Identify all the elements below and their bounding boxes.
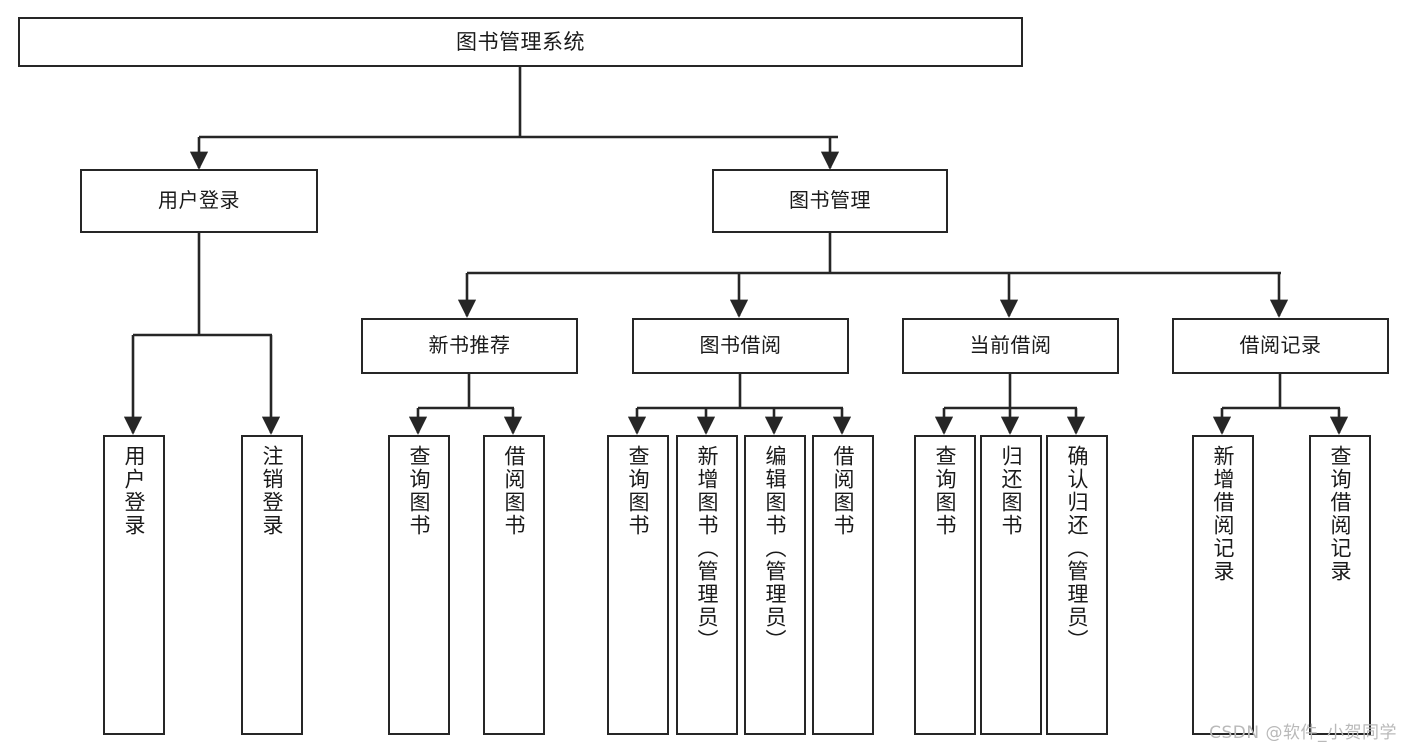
node-leaf-user-login-label: 用户登录 bbox=[122, 445, 147, 537]
node-leaf-add-book-admin-label: 新增图书（管理员） bbox=[695, 445, 720, 652]
node-leaf-edit-book-admin-label: 编辑图书（管理员） bbox=[763, 445, 788, 652]
node-leaf-confirm-return-admin[interactable]: 确认归还（管理员） bbox=[1046, 435, 1108, 735]
node-leaf-confirm-return-admin-label: 确认归还（管理员） bbox=[1065, 445, 1090, 652]
node-leaf-newbook-query-books[interactable]: 查询图书 bbox=[388, 435, 450, 735]
node-leaf-return-books-label: 归还图书 bbox=[999, 445, 1024, 537]
node-leaf-borrow-books-label: 借阅图书 bbox=[831, 445, 856, 537]
node-book-management[interactable]: 图书管理 bbox=[712, 169, 948, 233]
node-root-label: 图书管理系统 bbox=[456, 29, 585, 54]
node-user-login-label: 用户登录 bbox=[158, 188, 240, 213]
node-leaf-borrow-books[interactable]: 借阅图书 bbox=[812, 435, 874, 735]
node-borrow-records[interactable]: 借阅记录 bbox=[1172, 318, 1389, 374]
node-user-login[interactable]: 用户登录 bbox=[80, 169, 318, 233]
node-book-borrow-label: 图书借阅 bbox=[699, 333, 782, 358]
node-leaf-newbook-query-books-label: 查询图书 bbox=[407, 445, 432, 537]
node-current-borrow[interactable]: 当前借阅 bbox=[902, 318, 1119, 374]
node-leaf-add-borrow-record[interactable]: 新增借阅记录 bbox=[1192, 435, 1254, 735]
node-leaf-query-borrow-record-label: 查询借阅记录 bbox=[1328, 445, 1353, 583]
node-leaf-borrow-query-books[interactable]: 查询图书 bbox=[607, 435, 669, 735]
node-leaf-current-query-books-label: 查询图书 bbox=[933, 445, 958, 537]
node-leaf-newbook-borrow-books[interactable]: 借阅图书 bbox=[483, 435, 545, 735]
csdn-watermark: CSDN @软件_小贺同学 bbox=[1209, 723, 1397, 743]
node-leaf-logout-label: 注销登录 bbox=[260, 445, 285, 537]
node-root-book-management-system[interactable]: 图书管理系统 bbox=[18, 17, 1023, 67]
node-leaf-newbook-borrow-books-label: 借阅图书 bbox=[502, 445, 527, 537]
node-new-book-recommend[interactable]: 新书推荐 bbox=[361, 318, 578, 374]
node-leaf-add-book-admin[interactable]: 新增图书（管理员） bbox=[676, 435, 738, 735]
node-new-book-recommend-label: 新书推荐 bbox=[428, 333, 511, 358]
node-leaf-current-query-books[interactable]: 查询图书 bbox=[914, 435, 976, 735]
node-leaf-borrow-query-books-label: 查询图书 bbox=[626, 445, 651, 537]
node-leaf-return-books[interactable]: 归还图书 bbox=[980, 435, 1042, 735]
node-leaf-edit-book-admin[interactable]: 编辑图书（管理员） bbox=[744, 435, 806, 735]
node-book-management-label: 图书管理 bbox=[789, 188, 871, 213]
node-book-borrow[interactable]: 图书借阅 bbox=[632, 318, 849, 374]
node-leaf-logout[interactable]: 注销登录 bbox=[241, 435, 303, 735]
node-leaf-add-borrow-record-label: 新增借阅记录 bbox=[1211, 445, 1236, 583]
node-leaf-query-borrow-record[interactable]: 查询借阅记录 bbox=[1309, 435, 1371, 735]
node-current-borrow-label: 当前借阅 bbox=[969, 333, 1052, 358]
node-leaf-user-login[interactable]: 用户登录 bbox=[103, 435, 165, 735]
node-borrow-records-label: 借阅记录 bbox=[1239, 333, 1322, 358]
